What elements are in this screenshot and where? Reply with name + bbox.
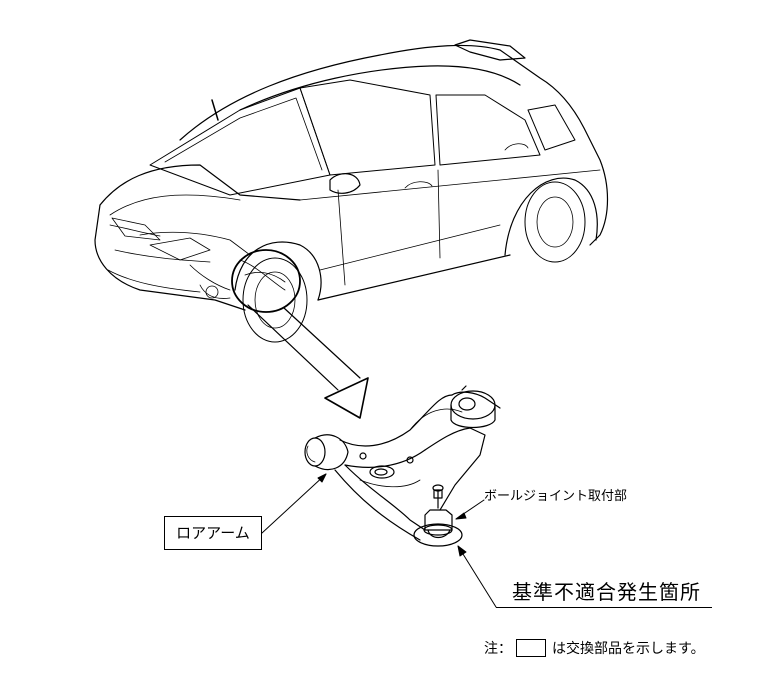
ball-joint-label: ボールジョイント取付部 [484, 489, 628, 504]
replacement-part-legend-box [516, 639, 546, 657]
leader-lower-arm [261, 473, 327, 534]
callout-leader [247, 304, 361, 391]
lower-arm-illustration [304, 385, 501, 541]
callout-ellipse-ball-joint [413, 523, 463, 547]
lower-arm-label: ロアアーム [164, 516, 262, 550]
leader-nonconformity [457, 545, 497, 608]
nonconformity-underline [496, 607, 712, 608]
callout-circle-car [231, 249, 301, 313]
car-illustration [94, 39, 609, 343]
legend-note: 注： は交換部品を示します。 [484, 638, 705, 658]
nonconformity-label: 基準不適合発生箇所 [512, 580, 701, 604]
callout-arrow-icon [324, 377, 369, 419]
note-suffix: は交換部品を示します。 [552, 641, 705, 657]
note-prefix: 注： [484, 641, 512, 657]
